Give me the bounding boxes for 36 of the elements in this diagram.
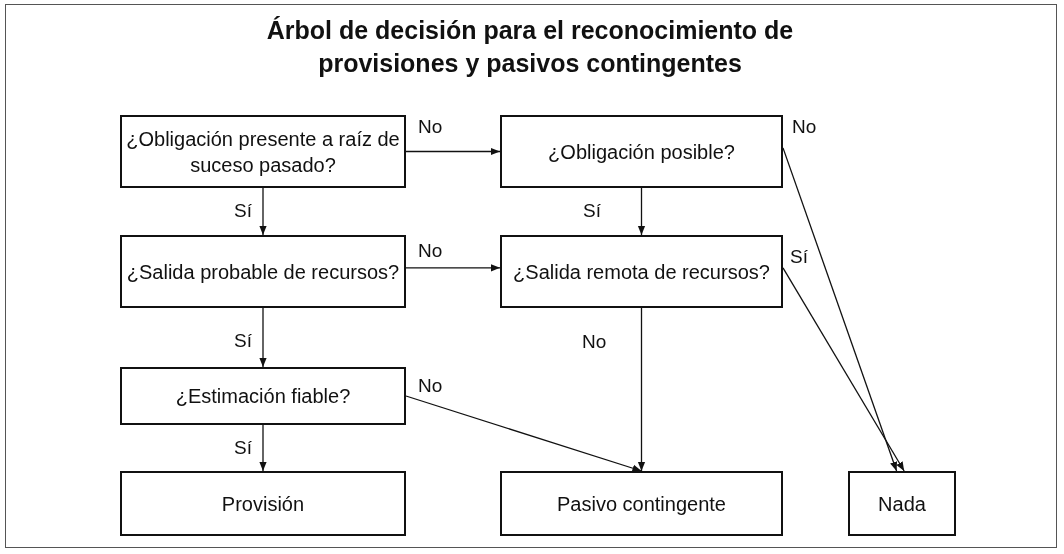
- decision-box: [120, 367, 406, 425]
- arrow: [637, 187, 646, 236]
- decision-box: [500, 471, 783, 536]
- edge-label: No: [792, 116, 817, 138]
- node-text: Nada: [878, 491, 926, 517]
- node-text: ¿Salida remota de recursos?: [513, 259, 770, 285]
- edge-label: Sí: [234, 330, 252, 352]
- arrow: [782, 267, 905, 472]
- node-text: ¿Obligación presente a raíz de suceso pasado?: [125, 126, 401, 178]
- edge-label: No: [418, 240, 443, 262]
- node-text: Pasivo contingente: [557, 491, 726, 517]
- node-text: Provisión: [221, 491, 305, 517]
- edge-label: Sí: [583, 200, 601, 222]
- edge-label: No: [418, 116, 443, 138]
- edge-label: No: [418, 375, 443, 397]
- node-text: ¿Salida probable de recursos?: [126, 259, 400, 285]
- edge-label: No: [582, 331, 607, 353]
- arrow: [405, 395, 643, 472]
- arrow: [637, 307, 646, 472]
- arrow: [259, 307, 267, 368]
- arrow: [405, 264, 501, 272]
- decision-box: [120, 115, 406, 188]
- edge-label: Sí: [234, 200, 252, 222]
- arrow: [259, 424, 267, 472]
- node-text: ¿Obligación posible?: [548, 139, 735, 165]
- arrow: [259, 187, 267, 236]
- diagram-title: Árbol de decisión para el reconocimiento de provisiones y pasivos contingentes: [265, 15, 795, 79]
- decision-box: [500, 235, 783, 308]
- decision-box: [120, 471, 406, 536]
- node-text: ¿Estimación fiable?: [175, 384, 351, 409]
- decision-box: [120, 235, 406, 308]
- decision-box: [848, 471, 956, 536]
- arrow: [405, 147, 501, 156]
- edge-label: Sí: [790, 246, 808, 268]
- decision-box: [500, 115, 783, 188]
- edge-label: Sí: [234, 437, 252, 459]
